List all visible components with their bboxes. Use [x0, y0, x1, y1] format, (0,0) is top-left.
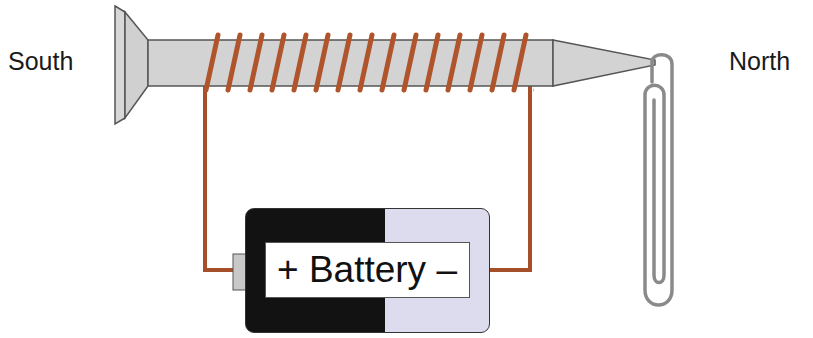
pole-label: South	[8, 47, 73, 76]
paperclip	[645, 55, 672, 305]
pole-label: North	[729, 47, 790, 76]
nail-head	[125, 12, 148, 118]
battery-body: + Battery –	[245, 208, 490, 333]
wire	[488, 84, 530, 270]
coil-windings	[202, 30, 534, 96]
battery-label: + Battery –	[265, 242, 470, 298]
wire	[205, 84, 240, 270]
nail-point	[553, 40, 655, 86]
nail-head	[115, 6, 125, 124]
